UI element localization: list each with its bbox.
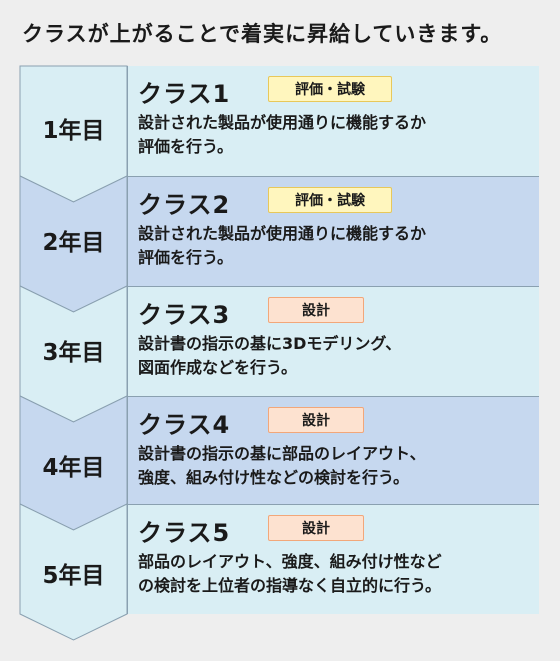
year-label-2: 2年目: [42, 230, 105, 256]
class-title: クラス5: [138, 519, 231, 547]
year-label-4: 4年目: [42, 455, 105, 481]
class-row-2: クラス2 評価・試験 設計された製品が使用通りに機能するか 評価を行う。: [127, 177, 539, 286]
class-row-4: クラス4 設計 設計書の指示の基に部品のレイアウト、 強度、組み付け性などの検討…: [127, 397, 539, 504]
year-label-5: 5年目: [42, 563, 105, 589]
class-title: クラス1: [138, 80, 231, 108]
class-row-1: クラス1 評価・試験 設計された製品が使用通りに機能するか 評価を行う。: [127, 66, 539, 176]
row-divider: [127, 286, 539, 287]
role-badge: 評価・試験: [268, 187, 392, 213]
role-badge: 評価・試験: [268, 76, 392, 102]
class-row-5: クラス5 設計 部品のレイアウト、強度、組み付け性など の検討を上位者の指導なく…: [127, 505, 539, 614]
year-chevron-column: [19, 65, 128, 641]
year-chevron-5: [19, 503, 128, 641]
row-divider: [127, 396, 539, 397]
class-title: クラス4: [138, 411, 231, 439]
class-title: クラス2: [138, 191, 231, 219]
role-badge: 設計: [268, 297, 364, 323]
class-description: 部品のレイアウト、強度、組み付け性など の検討を上位者の指導なく自立的に行う。: [138, 552, 442, 595]
year-label-1: 1年目: [42, 118, 105, 144]
class-description: 設計された製品が使用通りに機能するか 評価を行う。: [138, 113, 427, 156]
class-title: クラス3: [138, 301, 231, 329]
header-title: クラスが上がることで着実に昇給していきます。: [22, 22, 503, 46]
role-badge: 設計: [268, 407, 364, 433]
role-badge: 設計: [268, 515, 364, 541]
class-description: 設計書の指示の基に部品のレイアウト、 強度、組み付け性などの検討を行う。: [138, 444, 426, 487]
class-description: 設計された製品が使用通りに機能するか 評価を行う。: [138, 224, 427, 267]
row-divider: [127, 504, 539, 505]
class-description: 設計書の指示の基に3Dモデリング、 図面作成などを行う。: [138, 334, 402, 377]
class-row-3: クラス3 設計 設計書の指示の基に3Dモデリング、 図面作成などを行う。: [127, 287, 539, 396]
row-divider: [127, 176, 539, 177]
year-label-3: 3年目: [42, 340, 105, 366]
